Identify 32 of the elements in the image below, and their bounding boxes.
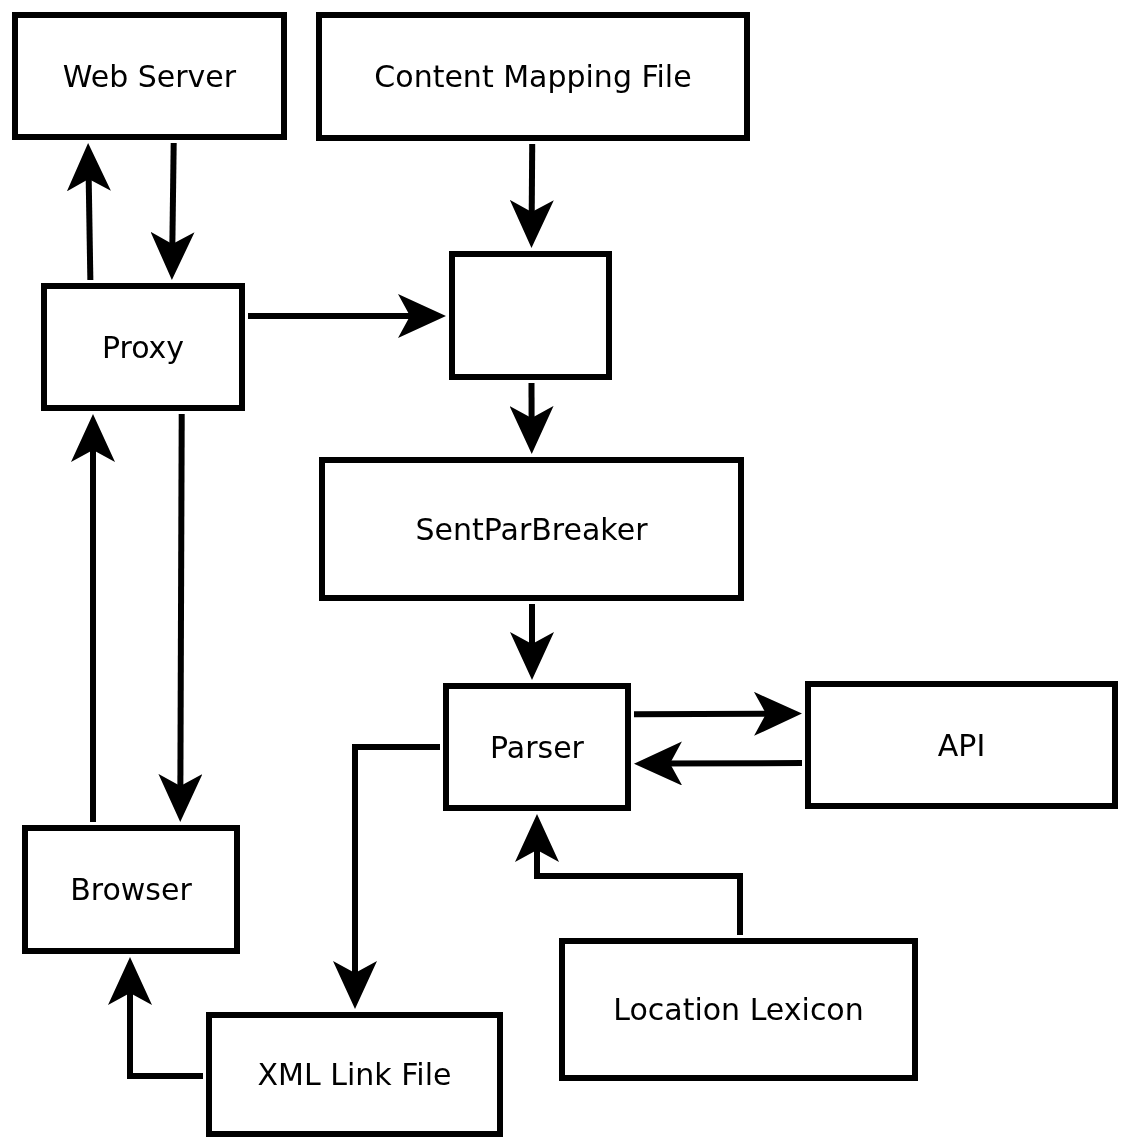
arrow <box>66 143 111 281</box>
arrow <box>509 383 554 454</box>
arrow <box>515 814 743 935</box>
arrow <box>248 294 446 338</box>
arrow <box>150 142 195 280</box>
box-node <box>449 251 612 380</box>
process-box <box>443 683 631 811</box>
process-box <box>206 1012 503 1137</box>
node-label: Parser <box>490 729 584 765</box>
node-label: SentParBreaker <box>415 511 648 547</box>
process-box <box>22 825 240 954</box>
arrow <box>510 604 554 680</box>
arrow <box>634 741 802 786</box>
node-label: Location Lexicon <box>613 992 864 1027</box>
node-label: Browser <box>70 872 192 907</box>
process-box <box>316 12 750 141</box>
arrow <box>333 744 440 1009</box>
arrow <box>108 957 203 1079</box>
process-box <box>559 938 918 1081</box>
node-label: XML Link File <box>257 1057 452 1092</box>
node-label: Content Mapping File <box>374 59 692 94</box>
node-label: Web Server <box>62 58 237 94</box>
process-box <box>41 283 245 411</box>
arrow <box>509 143 554 248</box>
arrow <box>158 414 203 822</box>
arrow <box>71 414 115 822</box>
process-box <box>12 12 287 140</box>
process-box <box>319 457 744 601</box>
process-box <box>805 681 1118 809</box>
node-label: Proxy <box>101 329 185 365</box>
arrow <box>634 691 802 736</box>
node-label: API <box>937 727 986 763</box>
